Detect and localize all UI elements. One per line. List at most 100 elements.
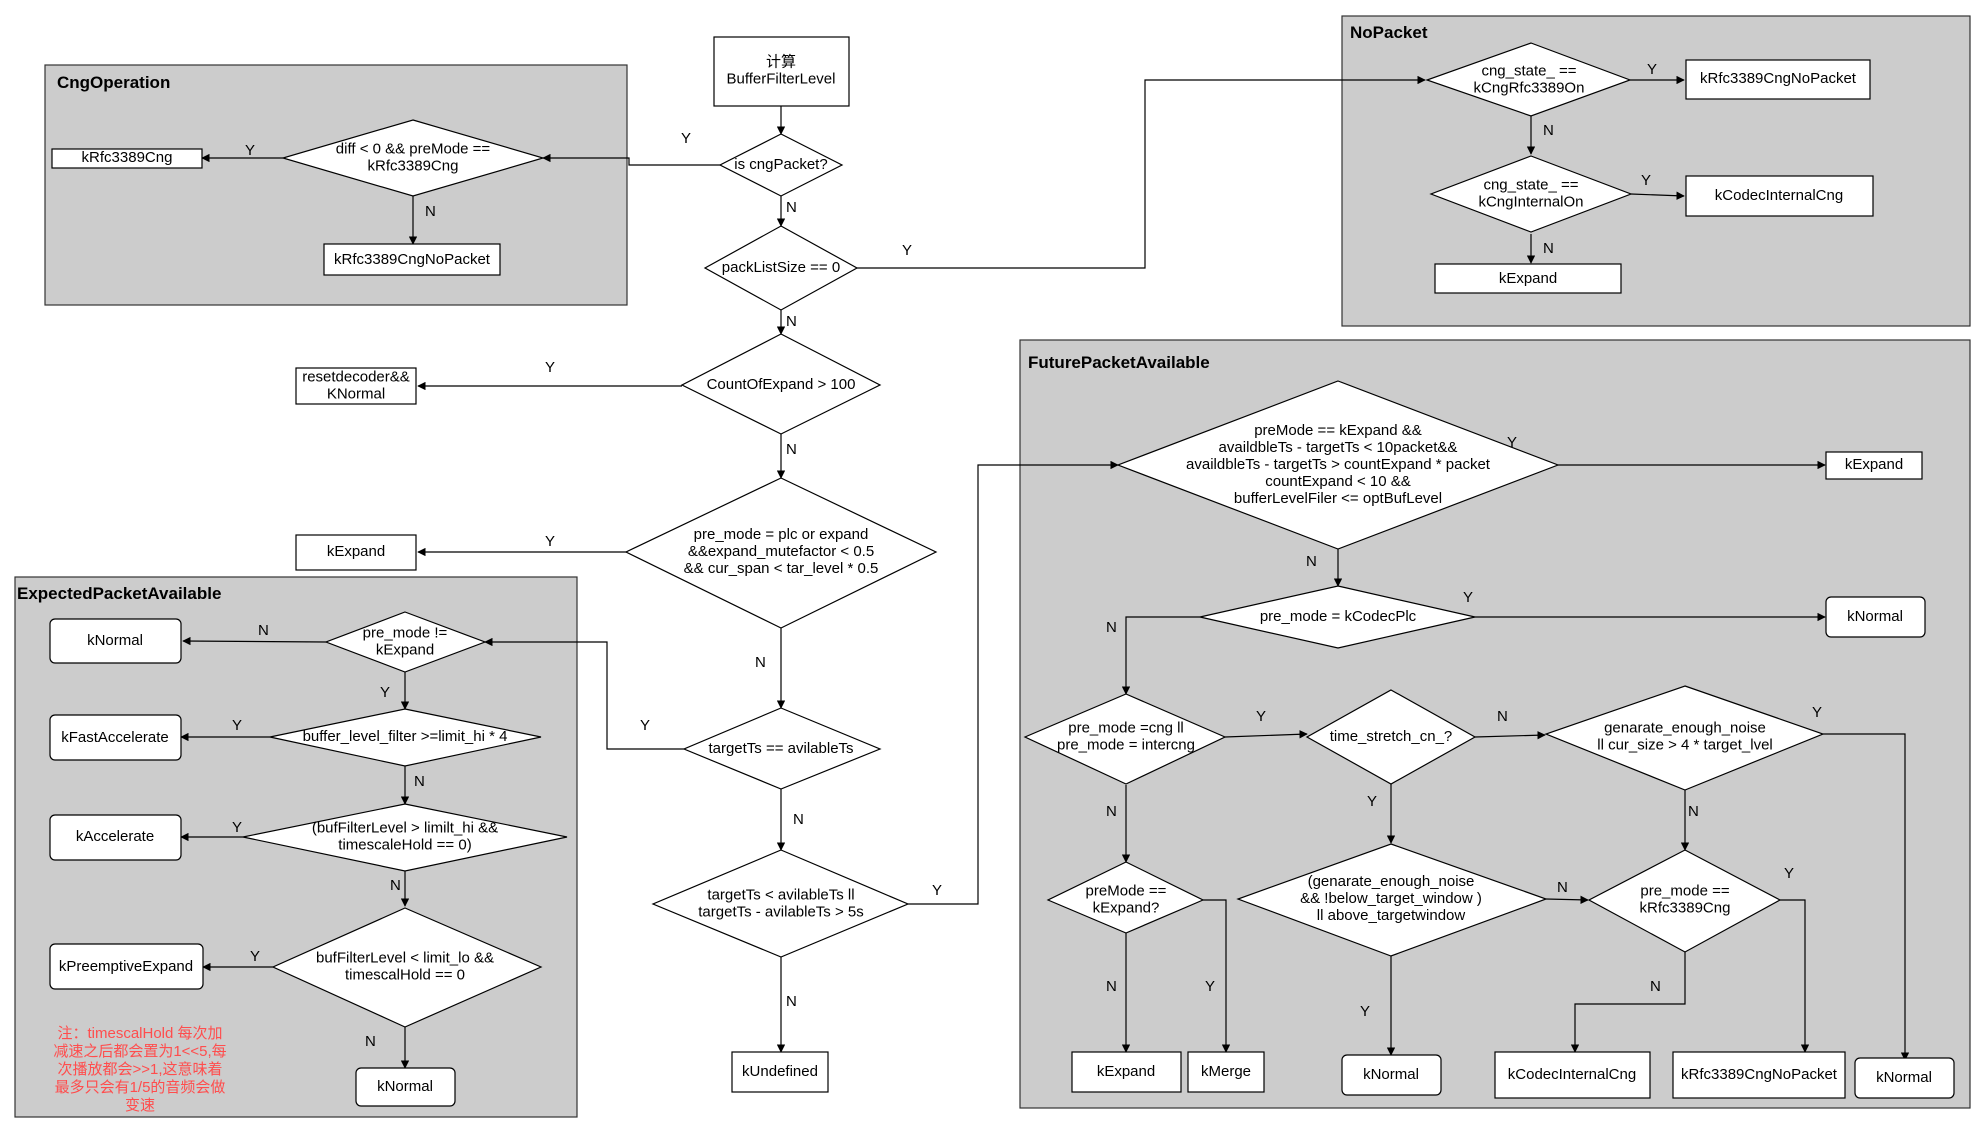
node-reset-decoder: resetdecoder&&KNormal xyxy=(295,367,417,405)
node-label-line: kAccelerate xyxy=(76,828,154,845)
node-premode-kexpand: preMode ==kExpand? xyxy=(1046,861,1205,934)
node-buf-filter-hi: (bufFilterLevel > limilt_hi &&timescaleH… xyxy=(242,803,568,872)
node-label-line: pre_mode != xyxy=(363,624,448,641)
node-label-line: timescaleHold == 0) xyxy=(338,836,471,853)
edge-label-n: N xyxy=(365,1033,376,1050)
edge-label-y: Y xyxy=(545,359,555,376)
edge-cng-yes xyxy=(542,153,720,166)
node-label-line: buffer_level_filter >=limit_hi * 4 xyxy=(303,728,508,745)
group-title-cng-operation: CngOperation xyxy=(57,73,170,92)
node-label-line: diff < 0 && preMode == xyxy=(336,140,491,157)
node-label-line: kNormal xyxy=(377,1078,433,1095)
edge-label-n: N xyxy=(786,441,797,458)
node-label-line: bufferLevelFiler <= optBufLevel xyxy=(1234,490,1442,507)
node-label-line: kNormal xyxy=(1876,1069,1932,1086)
node-pre-mode-codec-plc: pre_mode = kCodecPlc xyxy=(1199,585,1476,649)
edge-fut-cng-yes xyxy=(1224,730,1308,739)
edge-label-n: N xyxy=(1106,803,1117,820)
node-label-line: availdbleTs - targetTs < 10packet&& xyxy=(1219,439,1458,456)
node-pre-mode-ne-expand: pre_mode !=kExpand xyxy=(324,611,487,673)
note-line: 注：timescalHold 每次加 xyxy=(57,1025,222,1042)
edge-label-y: Y xyxy=(932,882,942,899)
node-kexpand-left: kExpand xyxy=(295,534,417,571)
node-label-line: kExpand? xyxy=(1093,899,1160,916)
edge-labels: Y N Y N Y N Y N Y N Y N Y N Y N Y N N Y … xyxy=(232,61,1822,1050)
node-time-stretch: time_stretch_cn_? xyxy=(1305,689,1477,785)
node-buffer-level-filter: buffer_level_filter >=limit_hi * 4 xyxy=(269,708,542,767)
edge-label-n: N xyxy=(414,773,425,790)
edge-fut-window-no xyxy=(1545,895,1589,905)
edge-label-y: Y xyxy=(1205,978,1215,995)
node-krfc3389cng-nopacket-np: kRfc3389CngNoPacket xyxy=(1685,59,1871,100)
node-label-line: kRfc3389Cng xyxy=(368,157,459,174)
node-kpreemptive-expand: kPreemptiveExpand xyxy=(49,943,204,990)
node-label-line: pre_mode =cng ll xyxy=(1068,719,1184,736)
edge-label-n: N xyxy=(1543,122,1554,139)
node-kundefined: kUndefined xyxy=(731,1051,829,1093)
node-label-line: pre_mode = plc or expand xyxy=(694,526,869,543)
node-label-line: resetdecoder&& xyxy=(302,368,410,385)
node-is-cng-packet: is cngPacket? xyxy=(718,133,844,197)
node-pre-mode-plc: pre_mode = plc or expand&&expand_mutefac… xyxy=(624,477,938,629)
node-kexpand-fut-top: kExpand xyxy=(1825,451,1923,480)
node-label-line: ll cur_size > 4 * target_lvel xyxy=(1597,736,1773,753)
node-label-line: kRfc3389CngNoPacket xyxy=(334,251,491,268)
node-label-line: kExpand xyxy=(327,543,385,560)
edge-label-y: Y xyxy=(1784,865,1794,882)
node-label-line: kPreemptiveExpand xyxy=(59,958,193,975)
node-pack-list-size: packListSize == 0 xyxy=(703,225,859,311)
group-title-future-packet-available: FuturePacketAvailable xyxy=(1028,353,1210,372)
edge-fut-timestretch-no xyxy=(1474,731,1546,740)
edge-label-n: N xyxy=(755,654,766,671)
edge-label-y: Y xyxy=(1641,172,1651,189)
node-label-line: kFastAccelerate xyxy=(61,729,169,746)
node-label-line: kRfc3389Cng xyxy=(82,149,173,166)
node-label-line: kRfc3389CngNoPacket xyxy=(1681,1066,1838,1083)
edge-fut-premodekexpand-yes xyxy=(1203,899,1231,1053)
node-label-line: 计算 xyxy=(766,52,796,70)
note-line: 减速之后都会置为1<<5,每 xyxy=(53,1043,226,1060)
node-label-line: bufFilterLevel < limit_lo && xyxy=(316,949,494,966)
edge-label-y: Y xyxy=(681,130,691,147)
node-label-line: kCodecInternalCng xyxy=(1508,1066,1636,1083)
node-label-line: countExpand < 10 && xyxy=(1265,473,1411,490)
node-knormal-fut-mid: kNormal xyxy=(1341,1054,1442,1096)
node-label-line: KNormal xyxy=(327,385,385,402)
node-knormal-fut-top: kNormal xyxy=(1825,596,1926,638)
node-label-line: cng_state_ == xyxy=(1483,176,1578,193)
edge-label-y: Y xyxy=(1812,704,1822,721)
node-label-line: pre_mode = intercng xyxy=(1057,736,1195,753)
node-label-line: && cur_span < tar_level * 0.5 xyxy=(684,560,879,577)
edge-nopacket-internal-yes xyxy=(1630,191,1685,200)
node-label-line: kMerge xyxy=(1201,1063,1251,1080)
node-kcodec-internal-cng-fut: kCodecInternalCng xyxy=(1494,1051,1651,1099)
node-label-line: kExpand xyxy=(1097,1063,1155,1080)
node-pre-mode-rfc: pre_mode ==kRfc3389Cng xyxy=(1587,849,1782,953)
node-label-line: targetTs == avilableTs xyxy=(708,740,853,757)
edges xyxy=(180,75,1910,1069)
node-knormal-exp-top: kNormal xyxy=(49,618,182,664)
edge-label-y: Y xyxy=(1507,434,1517,451)
node-label-line: packListSize == 0 xyxy=(722,259,840,276)
edge-label-n: N xyxy=(1497,708,1508,725)
note-line: 最多只会有1/5的音频会做 xyxy=(55,1079,226,1096)
edge-label-y: Y xyxy=(1647,61,1657,78)
node-kmerge: kMerge xyxy=(1187,1051,1265,1093)
node-label-line: kNormal xyxy=(87,632,143,649)
edge-label-y: Y xyxy=(232,717,242,734)
edge-label-n: N xyxy=(1688,803,1699,820)
edge-label-n: N xyxy=(1650,978,1661,995)
note-line: 次播放都会>>1,这意味着 xyxy=(57,1060,222,1078)
edge-label-y: Y xyxy=(250,948,260,965)
node-kexpand-np: kExpand xyxy=(1434,263,1622,294)
node-label-line: kExpand xyxy=(376,641,434,658)
node-label-line: targetTs - avilableTs > 5s xyxy=(698,903,864,920)
edge-packlist-yes xyxy=(857,75,1426,269)
node-knormal-fut-right: kNormal xyxy=(1854,1057,1955,1099)
node-label-line: cng_state_ == xyxy=(1481,62,1576,79)
